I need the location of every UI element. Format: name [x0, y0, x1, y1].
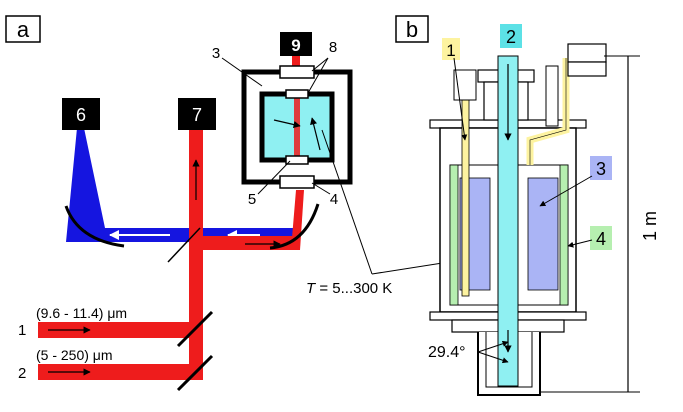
beam1-number: 1 [18, 322, 26, 339]
red-beam-1 [38, 322, 203, 338]
beam2-range: (5 - 250) μm [36, 347, 113, 363]
window-top-outer [279, 65, 315, 79]
mirror-2 [176, 354, 214, 392]
scale-label: 1 m [640, 211, 660, 241]
tag-4-bg [590, 226, 612, 250]
label-3: 3 [212, 45, 220, 62]
detector-6-label: 6 [76, 105, 86, 125]
label-8: 8 [329, 39, 337, 56]
panel-b-label: b [406, 17, 418, 42]
mirror-1 [176, 310, 214, 348]
blue-beam [66, 128, 300, 242]
tag-2-bg [500, 24, 522, 48]
detector-7-label: 7 [192, 105, 202, 125]
tag-1-bg [442, 38, 460, 60]
label-4-leader [311, 182, 331, 195]
tag-1-arrow [453, 57, 468, 141]
temperature-connector [321, 129, 373, 275]
label-5-leader [257, 160, 291, 195]
red-beam-inner [294, 94, 300, 160]
yellow-pipe-left [461, 69, 470, 297]
green-shield-left [449, 164, 459, 306]
detector-9-label: 9 [291, 36, 300, 55]
green-shield-right [559, 164, 569, 306]
beam2-number: 2 [18, 365, 26, 382]
valve-body-2 [567, 61, 607, 77]
temperature-rest: = 5...300 K [315, 280, 392, 297]
label-4: 4 [330, 191, 338, 208]
tag-3-leader [539, 175, 593, 207]
angle-arrow-2 [477, 351, 509, 364]
label-8-leader-a [311, 57, 329, 72]
tag-4: 4 [596, 229, 606, 249]
yellow-pipe-right-outline [529, 58, 567, 165]
tag-4-leader [567, 239, 593, 248]
red-beam-2 [38, 364, 203, 380]
angle-arrow-1 [477, 340, 509, 353]
inner-arrow [310, 117, 321, 151]
central-tube [497, 55, 519, 387]
temperature-var: T [306, 280, 317, 297]
red-beam-vertical-7 [189, 128, 203, 378]
angle-label: 29.4° [428, 344, 466, 361]
curved-mirror-right [269, 203, 320, 250]
window-bottom-outer [279, 175, 315, 189]
beam-splitter [167, 227, 201, 263]
left-feedthrough [453, 69, 477, 101]
tag-2: 2 [506, 27, 516, 47]
label-8-leader-b [307, 57, 329, 94]
detector-6-box [62, 98, 100, 130]
tag-3: 3 [596, 159, 606, 179]
sample-line [273, 119, 301, 129]
panel-a: a 6 7 [5, 15, 353, 392]
reservoir-right [527, 177, 559, 291]
curved-mirror-left [64, 205, 125, 248]
label-5: 5 [248, 191, 256, 208]
panel-a-label: a [17, 17, 30, 42]
valve-body [567, 43, 607, 63]
temperature-label: T = 5...300 K [306, 280, 392, 297]
vessel-tail-inner [485, 332, 533, 388]
detector-9-box [280, 32, 312, 56]
beam1-range: (9.6 - 11.4) μm [36, 305, 127, 321]
panel-b: b 1 2 3 [395, 15, 660, 396]
panel-a-label-box [5, 15, 41, 43]
valve-stem [545, 65, 559, 127]
label-3-leader [221, 57, 263, 87]
red-beam-horizontal-mirror [189, 236, 295, 250]
window-bottom-inner [285, 155, 309, 165]
tag-1: 1 [446, 41, 455, 60]
detector-7-box [178, 98, 216, 130]
panel-b-label-box [395, 15, 429, 43]
tag-3-bg [590, 156, 612, 180]
window-top-inner [285, 89, 309, 99]
